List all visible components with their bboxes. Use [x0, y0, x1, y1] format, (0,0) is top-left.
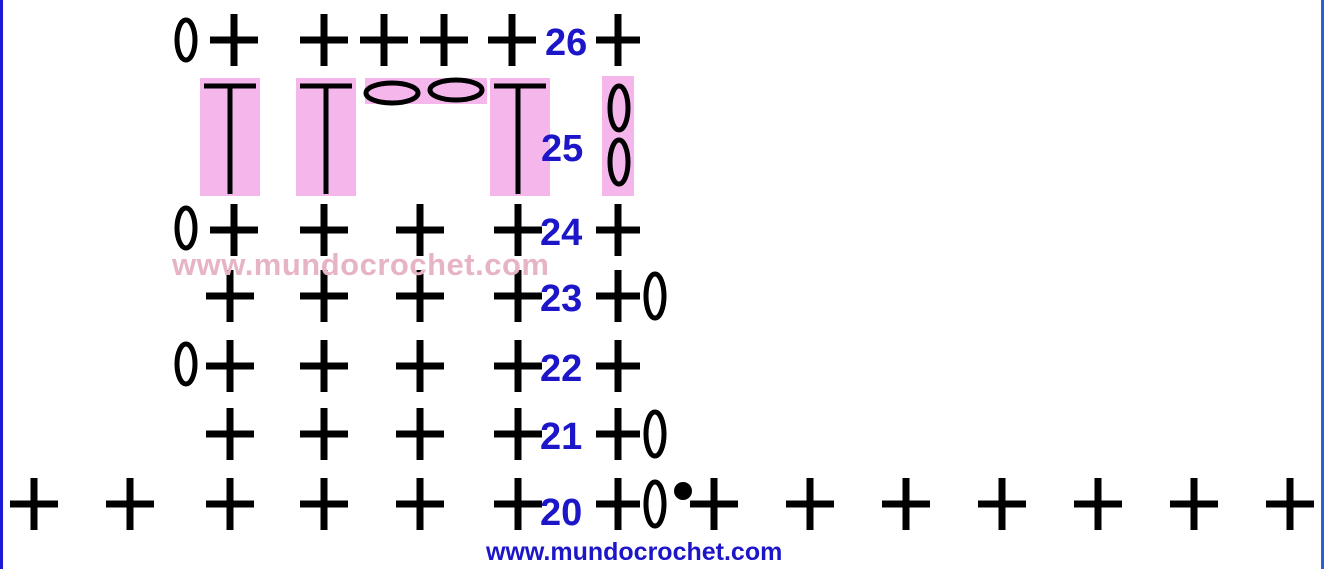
- single-crochet-icon: [494, 478, 542, 530]
- row-label-24: 24: [540, 212, 583, 254]
- chain-oval-icon: [363, 80, 421, 106]
- single-crochet-icon: [1074, 478, 1122, 530]
- single-crochet-icon: [396, 340, 444, 392]
- single-crochet-icon: [596, 270, 640, 322]
- highlight-block: [602, 76, 634, 196]
- row-label-25: 25: [541, 128, 584, 170]
- single-crochet-icon: [596, 14, 640, 66]
- single-crochet-icon: [300, 478, 348, 530]
- single-crochet-icon: [690, 478, 738, 530]
- single-crochet-icon: [786, 478, 834, 530]
- chain-oval-icon: [174, 205, 198, 251]
- double-crochet-icon: [300, 83, 352, 194]
- row-label-26: 26: [545, 22, 588, 64]
- single-crochet-icon: [210, 14, 258, 66]
- row-label-21: 21: [540, 416, 583, 458]
- chain-oval-icon: [174, 17, 198, 63]
- single-crochet-icon: [206, 270, 254, 322]
- single-crochet-icon: [10, 478, 58, 530]
- slip-stitch-dot-icon: [674, 482, 692, 500]
- single-crochet-icon: [300, 270, 348, 322]
- chain-oval-icon: [174, 341, 198, 387]
- single-crochet-icon: [596, 408, 640, 460]
- single-crochet-icon: [206, 340, 254, 392]
- row-label-23: 23: [540, 278, 583, 320]
- single-crochet-icon: [300, 340, 348, 392]
- single-crochet-icon: [106, 478, 154, 530]
- double-crochet-icon: [204, 83, 256, 194]
- footer-url: www.mundocrochet.com: [486, 538, 783, 566]
- single-crochet-icon: [488, 14, 536, 66]
- row-label-20: 20: [540, 492, 583, 534]
- single-crochet-icon: [210, 204, 258, 256]
- chain-oval-icon: [643, 479, 667, 529]
- single-crochet-icon: [882, 478, 930, 530]
- single-crochet-icon: [494, 204, 542, 256]
- single-crochet-icon: [494, 340, 542, 392]
- single-crochet-icon: [396, 408, 444, 460]
- single-crochet-icon: [206, 408, 254, 460]
- single-crochet-icon: [300, 204, 348, 256]
- single-crochet-icon: [360, 14, 408, 66]
- single-crochet-icon: [396, 270, 444, 322]
- row-label-22: 22: [540, 348, 583, 390]
- chain-oval-icon: [643, 271, 667, 321]
- watermark: www.mundocrochet.com: [172, 247, 550, 282]
- chain-oval-icon: [607, 83, 631, 133]
- single-crochet-icon: [596, 204, 640, 256]
- single-crochet-icon: [300, 14, 348, 66]
- single-crochet-icon: [1266, 478, 1314, 530]
- left-border: [0, 0, 3, 569]
- single-crochet-icon: [396, 204, 444, 256]
- single-crochet-icon: [206, 478, 254, 530]
- single-crochet-icon: [420, 14, 468, 66]
- single-crochet-icon: [596, 478, 640, 530]
- single-crochet-icon: [300, 408, 348, 460]
- chain-oval-icon: [607, 137, 631, 187]
- right-border: [1321, 0, 1324, 569]
- single-crochet-icon: [596, 340, 640, 392]
- single-crochet-icon: [494, 270, 542, 322]
- single-crochet-icon: [978, 478, 1026, 530]
- chain-oval-icon: [427, 77, 485, 103]
- single-crochet-icon: [396, 478, 444, 530]
- single-crochet-icon: [1170, 478, 1218, 530]
- single-crochet-icon: [494, 408, 542, 460]
- chain-oval-icon: [643, 409, 667, 459]
- double-crochet-icon: [494, 83, 546, 194]
